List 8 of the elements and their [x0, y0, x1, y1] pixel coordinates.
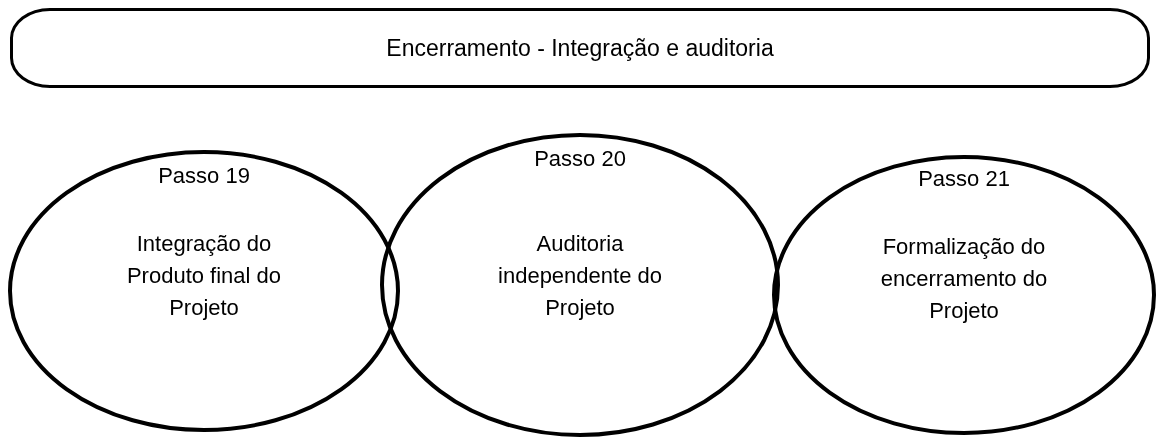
step-number: Passo 20 [534, 145, 626, 173]
step-description: Integração do Produto final do Projeto [125, 230, 283, 322]
step-number: Passo 21 [918, 165, 1010, 193]
title-band [10, 8, 1150, 88]
step-description: Auditoria independente do Projeto [497, 230, 663, 322]
band-title: Encerramento - Integração e auditoria [386, 33, 774, 63]
step-number: Passo 19 [158, 162, 250, 190]
step-description: Formalização do encerramento do Projeto [879, 233, 1049, 325]
